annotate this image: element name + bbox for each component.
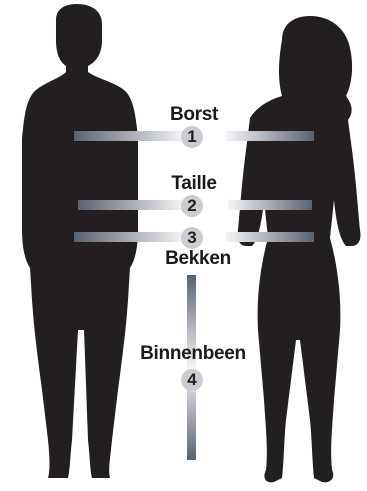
label-waist: Taille (164, 173, 224, 195)
label-inseam: Binnenbeen (138, 343, 248, 365)
badge-hip: 3 (181, 227, 203, 249)
chest-bar-left (74, 131, 184, 141)
female-silhouette (237, 16, 360, 482)
waist-bar-right (228, 200, 312, 210)
chest-bar-right (226, 131, 314, 141)
badge-inseam: 4 (181, 369, 203, 391)
label-hip: Bekken (158, 248, 238, 270)
badge-chest: 1 (181, 126, 203, 148)
badge-waist: 2 (181, 195, 203, 217)
hip-bar-right (226, 232, 314, 242)
inseam-bar (187, 275, 196, 460)
hip-bar-left (74, 232, 184, 242)
label-chest: Borst (164, 104, 224, 126)
waist-bar-left (78, 200, 184, 210)
female-body (237, 16, 360, 482)
